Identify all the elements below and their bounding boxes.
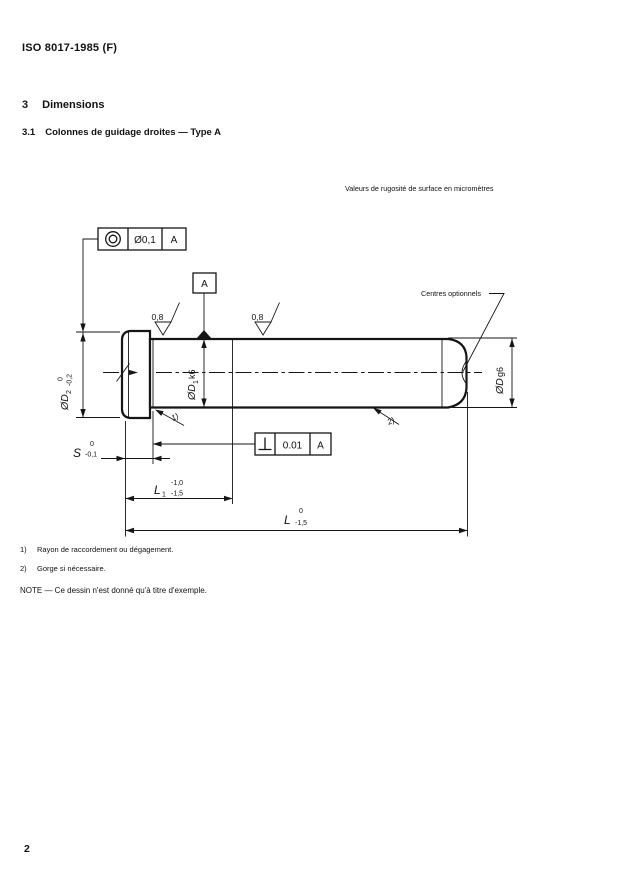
drawing-note-2: 2) bbox=[373, 407, 400, 427]
dg6-arrow-bottom-icon bbox=[509, 398, 515, 407]
left-centre-mark bbox=[116, 363, 130, 382]
dim-d2-label: ØD 2 0 -0,2 bbox=[58, 374, 74, 411]
page-number: 2 bbox=[24, 843, 30, 855]
s-tol-bottom: -0,1 bbox=[85, 452, 97, 459]
perpendicularity-frame-box bbox=[254, 432, 332, 456]
l1-subscript: 1 bbox=[162, 492, 166, 499]
footnote-1-ref: 1) bbox=[20, 545, 27, 554]
note-2-arrow-icon bbox=[373, 407, 382, 415]
perpendicularity-tolerance: 0.01 bbox=[283, 441, 303, 452]
subsection-heading: 3.1 Colonnes de guidage droites — Type A bbox=[22, 127, 221, 138]
concentricity-tolerance: Ø0,1 bbox=[134, 235, 156, 246]
example-note: NOTE — Ce dessin n'est donné qu'à titre … bbox=[20, 586, 207, 595]
dim-dg6-label: ØD g6 bbox=[494, 367, 506, 395]
dim-d1-label: ØD 1 k6 bbox=[186, 369, 200, 401]
optional-centres-callout: Centres optionnels bbox=[421, 289, 505, 372]
dg6-prefix: ØD bbox=[494, 378, 506, 395]
subsection-title: Colonnes de guidage droites — Type A bbox=[45, 127, 221, 138]
perpendicularity-datum: A bbox=[317, 441, 324, 452]
l1-tol-bottom: -1,5 bbox=[171, 491, 183, 498]
footnote-2-ref: 2) bbox=[20, 564, 27, 573]
dim-d1: ØD 1 k6 bbox=[186, 339, 207, 408]
datum-flag-label: A bbox=[201, 279, 208, 290]
section-title: Dimensions bbox=[42, 99, 105, 111]
concentricity-icon bbox=[105, 231, 121, 247]
roughness-1-value: 0,8 bbox=[152, 312, 164, 322]
l1-tol-top: -1,0 bbox=[171, 480, 183, 487]
l-arrow-right-icon bbox=[459, 527, 468, 534]
d2-subscript: 2 bbox=[66, 390, 73, 394]
roughness-symbol-1: 0,8 bbox=[152, 302, 180, 336]
l-tol-bottom: -1,5 bbox=[295, 520, 307, 527]
section-number: 3 bbox=[22, 99, 29, 111]
roughness-1-triangle-icon bbox=[154, 321, 172, 336]
concentricity-frame-dividers bbox=[127, 228, 163, 250]
d2-tol-bottom: -0,2 bbox=[67, 374, 74, 386]
d1-arrow-bottom-icon bbox=[201, 398, 207, 407]
dg6-suffix: g6 bbox=[495, 367, 505, 377]
perpendicularity-frame-dividers bbox=[274, 433, 311, 455]
footnote-1-text: Rayon de raccordement ou dégagement. bbox=[37, 545, 174, 554]
s-prefix: S bbox=[73, 446, 81, 460]
perpendicularity-frame: 0.01 A bbox=[153, 432, 332, 456]
roughness-2-value: 0,8 bbox=[252, 312, 264, 322]
note-1-arrow-icon bbox=[155, 409, 164, 416]
roughness-symbol-2: 0,8 bbox=[252, 302, 280, 336]
l-arrow-left-icon bbox=[125, 527, 134, 534]
l1-prefix: L bbox=[154, 483, 161, 497]
d1-arrow-top-icon bbox=[201, 339, 207, 348]
l1-arrow-left-icon bbox=[125, 495, 134, 502]
s-tol-top: 0 bbox=[90, 441, 94, 448]
roughness-2-triangle-icon bbox=[254, 321, 272, 336]
subsection-number: 3.1 bbox=[22, 127, 36, 138]
concentricity-datum: A bbox=[171, 235, 178, 246]
concentricity-leader bbox=[82, 238, 98, 331]
concentricity-leader-arrow-icon bbox=[80, 323, 86, 332]
dim-s: S 0 -0,1 bbox=[73, 411, 170, 464]
footnote-1: 1) Rayon de raccordement ou dégagement. bbox=[20, 545, 173, 554]
d2-arrow-bottom-icon bbox=[80, 409, 86, 418]
pillar-head-outline bbox=[120, 329, 152, 420]
d2-prefix: ØD bbox=[59, 394, 71, 411]
l-prefix: L bbox=[284, 513, 291, 527]
dim-l1: L 1 -1,0 -1,5 bbox=[125, 339, 233, 504]
drawing-note-1: 1) bbox=[155, 409, 185, 426]
d1-prefix: ØD bbox=[186, 384, 198, 401]
footnote-2: 2) Gorge si nécessaire. bbox=[20, 564, 106, 573]
roughness-2-flag bbox=[270, 302, 280, 323]
optional-centres-leader bbox=[462, 293, 505, 372]
note-1-ref: 1) bbox=[170, 411, 181, 422]
optional-centres-label: Centres optionnels bbox=[421, 289, 481, 298]
surface-roughness-units-note: Valeurs de rugosité de surface en microm… bbox=[345, 184, 494, 193]
s-arrow-right-icon bbox=[153, 455, 162, 462]
dim-l: L 0 -1,5 bbox=[125, 392, 468, 537]
d1-suffix: k6 bbox=[187, 369, 197, 379]
l-tol-top: 0 bbox=[299, 508, 303, 515]
page-header-title: ISO 8017-1985 (F) bbox=[22, 42, 118, 54]
pillar-shaft-outline bbox=[148, 337, 468, 409]
section-heading: 3 Dimensions bbox=[22, 99, 104, 111]
l1-arrow-right-icon bbox=[224, 495, 233, 502]
d2-tol-top: 0 bbox=[58, 377, 65, 381]
dg6-arrow-top-icon bbox=[509, 338, 515, 347]
perpendicularity-icon bbox=[258, 437, 272, 451]
datum-triangle-icon bbox=[196, 330, 212, 339]
dim-d2: ØD 2 0 -0,2 bbox=[58, 331, 120, 418]
left-centre-arrow-icon bbox=[129, 369, 138, 376]
note-2-ref: 2) bbox=[385, 415, 396, 427]
d2-arrow-top-icon bbox=[80, 333, 86, 342]
datum-flag-box bbox=[192, 272, 217, 294]
s-arrow-left-icon bbox=[116, 455, 125, 462]
perpendicularity-leader-arrow-icon bbox=[153, 441, 162, 447]
dim-dg6: ØD g6 bbox=[448, 337, 517, 408]
concentricity-frame: Ø0,1 A bbox=[80, 227, 187, 332]
roughness-1-flag bbox=[170, 302, 180, 323]
footnote-2-text: Gorge si nécessaire. bbox=[37, 564, 106, 573]
datum-flag: A bbox=[192, 272, 217, 339]
d1-subscript: 1 bbox=[193, 380, 200, 384]
